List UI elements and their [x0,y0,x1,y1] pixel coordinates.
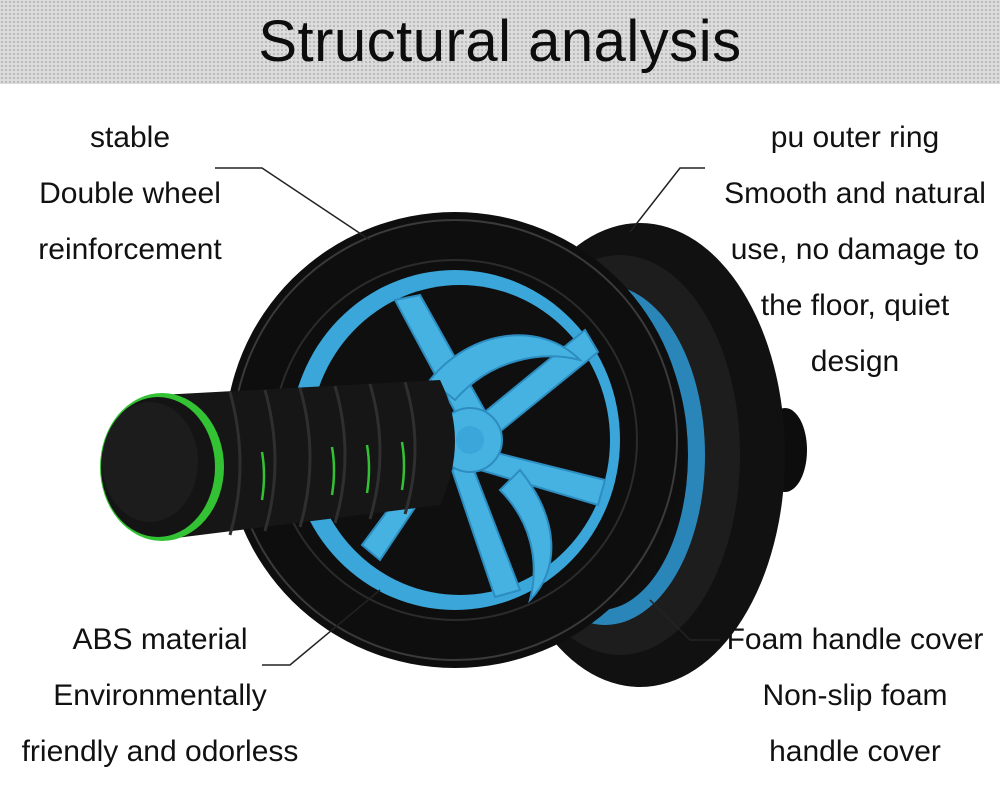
leader-bottom-right [649,599,720,641]
page-title: Structural analysis [258,9,742,74]
callout-line: Non-slip foam [762,679,948,712]
callout-line: stable [89,121,171,154]
leader-bottom-left [262,589,381,666]
callout-line: pu outer ring [770,121,940,154]
title-banner [0,0,1000,84]
callout-line: friendly and odorless [21,735,299,768]
callout-line: Double wheel [39,177,221,210]
callout-abs-material: ABS material Environmentally friendly an… [0,612,320,780]
callout-line: reinforcement [38,233,222,266]
callout-line: Environmentally [53,679,267,712]
front-wheel [225,212,685,668]
callout-pu-outer-ring: pu outer ring Smooth and natural use, no… [700,110,1000,390]
handle-accent-lines [260,441,406,501]
callout-double-wheel: stable Double wheel reinforcement [5,110,255,278]
leader-top-left [215,167,371,241]
callout-line: ABS material [72,623,248,656]
callout-line: handle cover [769,735,941,768]
callout-line: the floor, quiet [760,289,950,322]
callout-leaders [215,167,720,666]
foam-handle [100,380,455,541]
callout-line: Smooth and natural [724,177,986,210]
callout-foam-handle: Foam handle cover Non-slip foam handle c… [705,612,1000,780]
callout-line: design [810,345,900,378]
leader-top-right [629,167,705,233]
callout-line: use, no damage to [730,233,980,266]
callout-line: Foam handle cover [726,623,984,656]
